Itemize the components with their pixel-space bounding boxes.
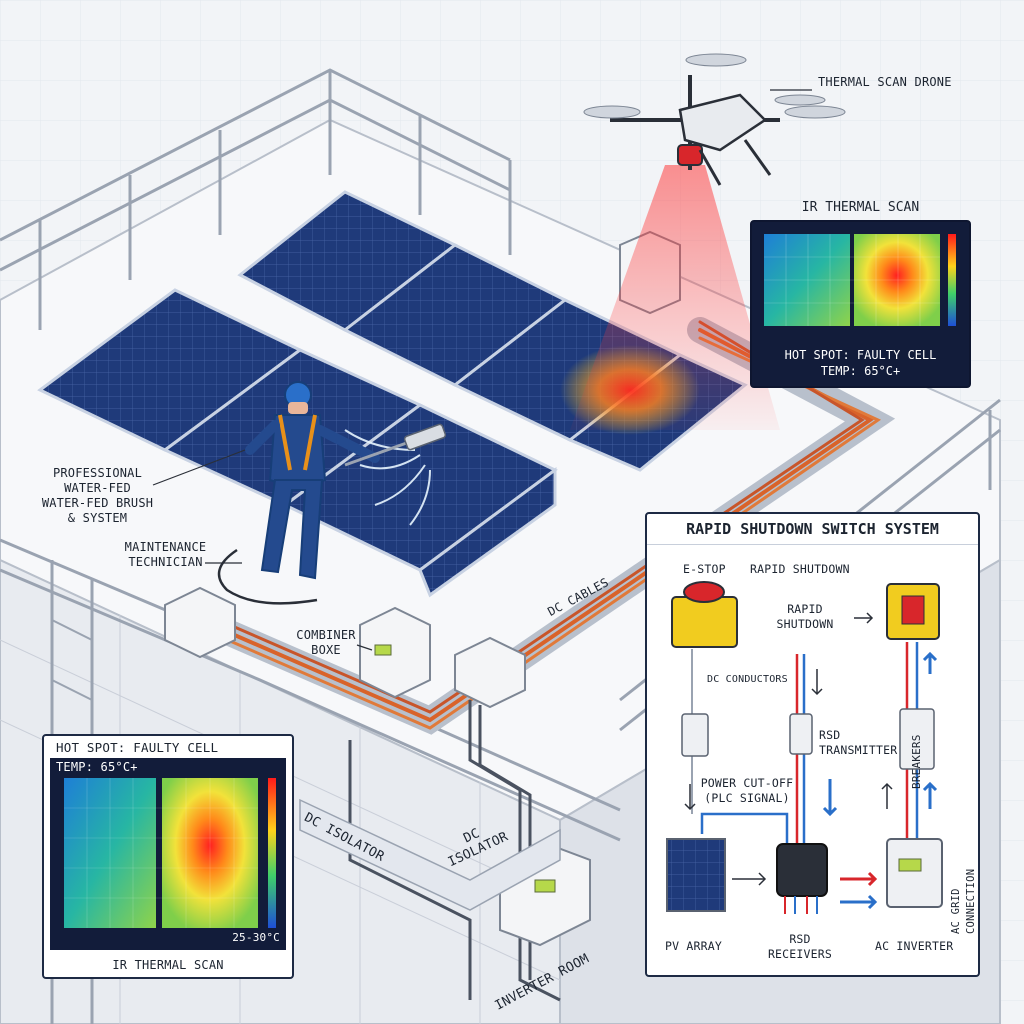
dc-isolator-ledge <box>299 798 561 911</box>
ir-thermal-scan-panel-bottom: HOT SPOT: FAULTY CELL TEMP: 65°C+ 25-30°… <box>42 734 294 979</box>
label-thermal-scan-drone: THERMAL SCAN DRONE <box>818 75 952 89</box>
label-water-fed-brush: PROFESSIONAL WATER-FED WATER-FED BRUSH &… <box>40 466 155 526</box>
pv-array-label: PV ARRAY <box>665 939 722 953</box>
rsd-diagram <box>666 581 943 914</box>
label-combiner-box: COMBINER BOXE <box>287 628 365 658</box>
label-brush-line: & SYSTEM <box>67 511 128 525</box>
combiner-box <box>359 606 431 699</box>
label-combiner-line: COMBINER <box>296 628 356 642</box>
dc-conductors-label: DC CONDUCTORS <box>707 674 788 685</box>
rsd-receivers-label: RSD RECEIVERS <box>765 932 835 962</box>
breakers-label: BREAKERS <box>910 734 923 789</box>
label-combiner-line: BOXE <box>311 643 341 657</box>
temperature-label: TEMP: 65°C+ <box>56 760 138 774</box>
rsd-transmitter-label: RSD TRANSMITTER <box>819 728 909 758</box>
rapid-shutdown-panel: RAPID SHUTDOWN SWITCH SYSTEM <box>645 512 980 977</box>
ir-thermal-scan-title: IR THERMAL SCAN <box>801 200 920 215</box>
ac-grid-connection-label: AC GRID CONNECTION <box>950 868 977 934</box>
rsd-transmitter-line: TRANSMITTER <box>819 743 898 757</box>
rsd-receivers-line: RECEIVERS <box>767 947 833 961</box>
rapid-shutdown-line: RAPID <box>787 602 823 616</box>
rapid-shutdown-top-label: RAPID SHUTDOWN <box>750 562 850 576</box>
e-stop-label: E-STOP <box>683 562 726 576</box>
temperature-caption: TEMP: 65°C+ <box>820 364 901 378</box>
label-technician-line: MAINTENANCE <box>124 540 207 554</box>
temperature-range-label: 25-30°C <box>232 931 280 944</box>
rapid-shutdown-line: SHUTDOWN <box>776 617 834 631</box>
label-brush-line: WATER-FED <box>64 481 131 495</box>
label-brush-line: PROFESSIONAL <box>52 466 143 480</box>
thermal-scan-drone <box>570 53 846 430</box>
hot-spot-caption: HOT SPOT: FAULTY CELL <box>784 348 937 362</box>
power-cutoff-line: (PLC SIGNAL) <box>704 791 790 805</box>
water-spray <box>344 429 431 526</box>
thermal-image-frame: TEMP: 65°C+ 25-30°C <box>50 758 286 950</box>
ir-thermal-scan-panel-top: IR THERMAL SCAN HOT SPOT: FAULTY CELL TE… <box>750 200 971 388</box>
thermal-image-bottom <box>64 778 276 928</box>
hot-spot-title: HOT SPOT: FAULTY CELL <box>56 740 219 755</box>
rapid-shutdown-title: RAPID SHUTDOWN SWITCH SYSTEM <box>647 514 978 545</box>
power-cutoff-line: POWER CUT-OFF <box>700 776 794 790</box>
label-technician-line: TECHNICIAN <box>128 555 203 569</box>
maintenance-technician <box>217 381 447 605</box>
label-brush-line: WATER-FED BRUSH <box>41 496 154 510</box>
thermal-image-top <box>764 234 956 326</box>
label-maintenance-technician: MAINTENANCE TECHNICIAN <box>118 540 213 570</box>
rsd-transmitter-line: RSD <box>819 728 841 742</box>
ac-inverter-label: AC INVERTER <box>875 939 954 953</box>
rapid-shutdown-label: RAPID SHUTDOWN <box>765 602 845 632</box>
callout-lines <box>152 89 812 651</box>
ir-thermal-scan-footer: IR THERMAL SCAN <box>112 958 224 972</box>
power-cutoff-label: POWER CUT-OFF (PLC SIGNAL) <box>697 776 797 806</box>
rsd-receivers-line: RSD <box>789 932 811 946</box>
